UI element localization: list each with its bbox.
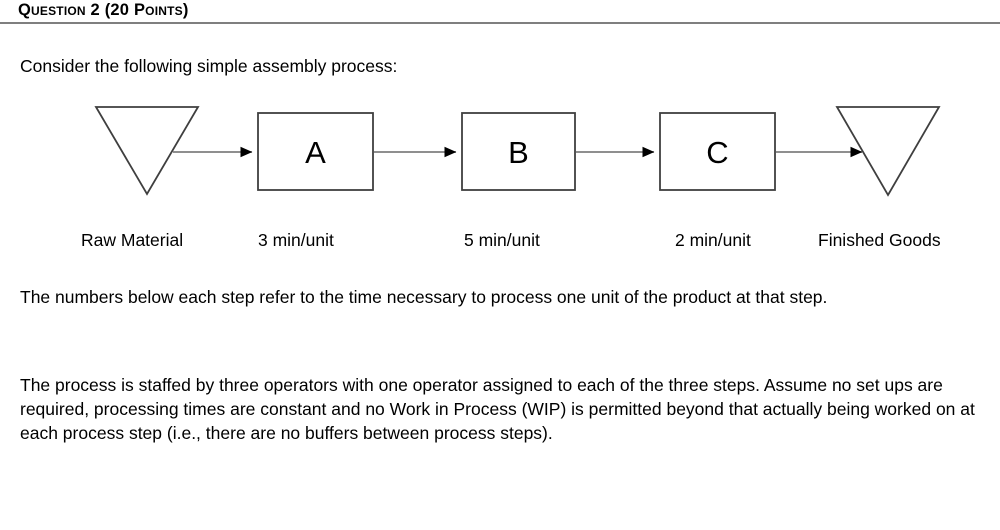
caption-raw-material: Raw Material (81, 230, 184, 250)
numbers-note-paragraph: The numbers below each step refer to the… (20, 287, 828, 307)
title-divider (0, 22, 1000, 24)
process-box-b-label: B (508, 135, 529, 170)
intro-paragraph: Consider the following simple assembly p… (20, 56, 398, 76)
process-box-a-label: A (305, 135, 326, 170)
caption-step-b-time: 5 min/unit (464, 230, 540, 250)
process-box-b (461, 112, 576, 191)
staffing-note-paragraph: The process is staffed by three operator… (20, 375, 975, 443)
page-title: Question 2 (20 Points) (18, 1, 189, 19)
diagram-captions: Raw Material 3 min/unit 5 min/unit 2 min… (0, 228, 1000, 256)
process-box-c (659, 112, 776, 191)
finished-goods-triangle (835, 106, 941, 197)
caption-step-a-time: 3 min/unit (258, 230, 334, 250)
process-flow-diagram: A B C (0, 95, 1000, 255)
caption-finished-goods: Finished Goods (818, 230, 941, 250)
process-box-c-label: C (706, 135, 728, 170)
caption-step-c-time: 2 min/unit (675, 230, 751, 250)
raw-material-triangle (94, 106, 200, 196)
process-box-a (257, 112, 374, 191)
